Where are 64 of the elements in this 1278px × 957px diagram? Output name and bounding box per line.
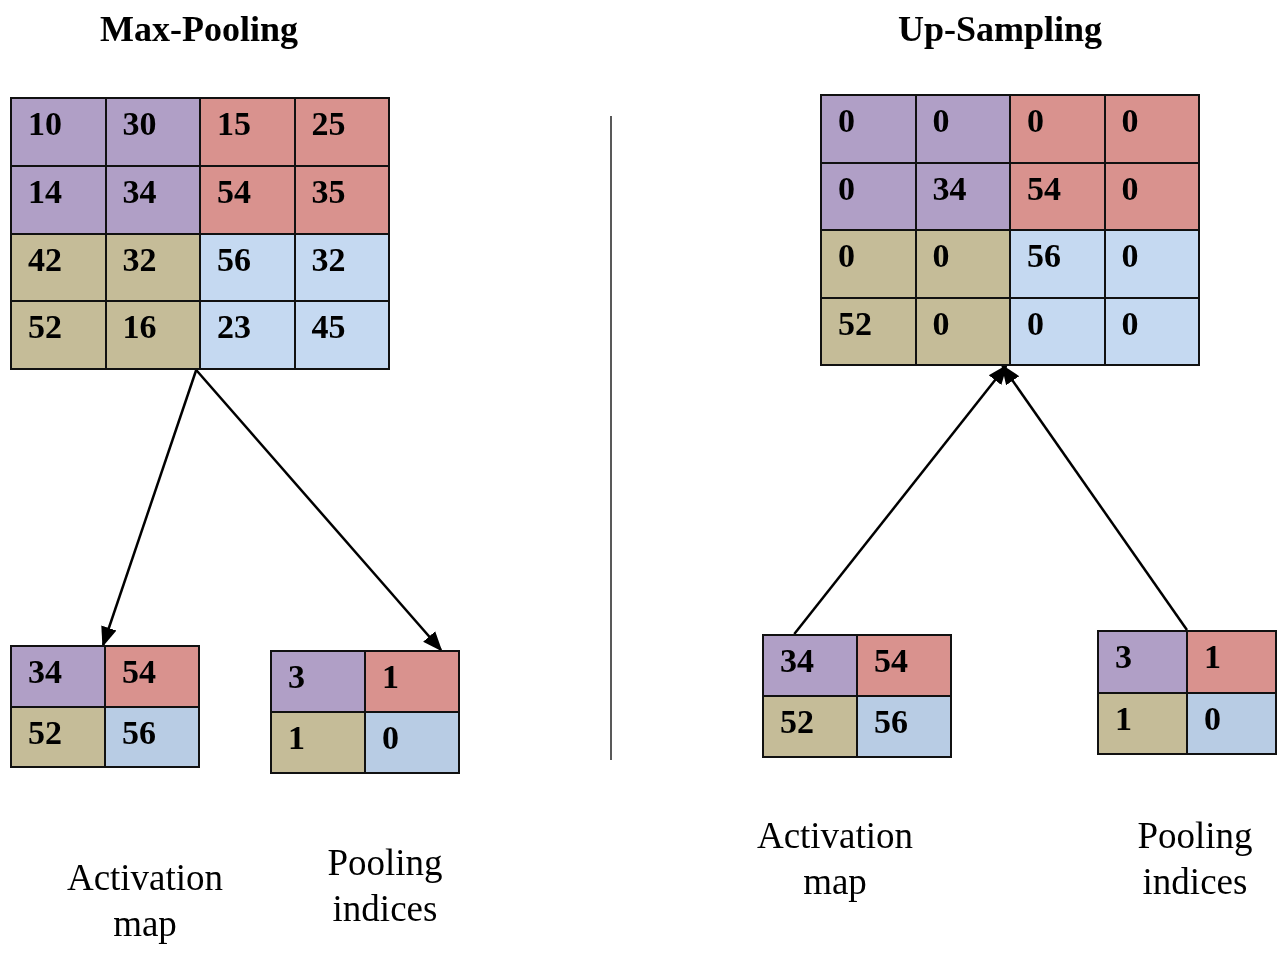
arrow: [195, 369, 443, 652]
matrix-cell: 35: [294, 165, 389, 234]
matrix-cell: 0: [1010, 95, 1105, 163]
matrix-grid: [1097, 630, 1277, 755]
section-heading: Max-Pooling: [100, 8, 298, 50]
matrix-cell: 1: [271, 712, 365, 773]
grid-caption: Activation map: [65, 856, 225, 947]
matrix-cell: 1: [1187, 631, 1276, 693]
grid-caption: Pooling indices: [1136, 814, 1254, 905]
matrix-cell: 0: [915, 230, 1010, 298]
matrix-cell: 0: [1010, 297, 1105, 365]
matrix-cell: 34: [763, 635, 857, 696]
matrix-cell: 1: [365, 651, 459, 712]
matrix-cell: 0: [365, 712, 459, 773]
matrix-cell: 56: [105, 706, 199, 767]
matrix-cell: 32: [105, 233, 200, 302]
matrix-cell: 16: [105, 301, 200, 369]
matrix-cell: 52: [821, 297, 916, 365]
matrix-cell: 32: [294, 233, 389, 302]
matrix-cell: 34: [11, 646, 105, 707]
matrix-cell: 0: [821, 230, 916, 298]
arrow: [1001, 364, 1189, 631]
matrix-cell: 14: [11, 165, 106, 234]
matrix-cell: 3: [1098, 631, 1187, 693]
matrix-cell: 23: [200, 301, 295, 369]
grid-caption: Activation map: [755, 814, 915, 905]
matrix-cell: 52: [763, 696, 857, 757]
matrix-cell: 42: [11, 233, 106, 302]
matrix-cell: 54: [857, 635, 951, 696]
matrix-cell: 1: [1098, 692, 1187, 754]
matrix-grid: [820, 94, 1200, 366]
grid-caption: Pooling indices: [326, 841, 444, 932]
matrix-grid: [10, 97, 390, 370]
matrix-cell: 56: [200, 233, 295, 302]
matrix-cell: 52: [11, 706, 105, 767]
matrix-cell: 34: [105, 165, 200, 234]
matrix-cell: 34: [915, 162, 1010, 230]
matrix-cell: 56: [857, 696, 951, 757]
matrix-grid: [270, 650, 460, 774]
matrix-cell: 0: [915, 95, 1010, 163]
matrix-grid: [10, 645, 200, 768]
arrow: [101, 369, 198, 647]
matrix-cell: 54: [105, 646, 199, 707]
matrix-cell: 15: [200, 98, 295, 166]
matrix-cell: 0: [1187, 692, 1276, 754]
matrix-cell: 10: [11, 98, 106, 166]
matrix-cell: 52: [11, 301, 106, 369]
matrix-cell: 0: [915, 297, 1010, 365]
matrix-cell: 45: [294, 301, 389, 369]
matrix-cell: 54: [200, 165, 295, 234]
matrix-grid: [762, 634, 952, 758]
matrix-cell: 0: [821, 162, 916, 230]
matrix-cell: 3: [271, 651, 365, 712]
matrix-cell: 54: [1010, 162, 1105, 230]
matrix-cell: 0: [1104, 297, 1199, 365]
matrix-cell: 0: [1104, 230, 1199, 298]
matrix-cell: 0: [1104, 162, 1199, 230]
matrix-cell: 0: [1104, 95, 1199, 163]
matrix-cell: 25: [294, 98, 389, 166]
matrix-cell: 56: [1010, 230, 1105, 298]
matrix-cell: 0: [821, 95, 916, 163]
matrix-cell: 30: [105, 98, 200, 166]
section-heading: Up-Sampling: [898, 8, 1103, 50]
arrow: [793, 364, 1008, 635]
